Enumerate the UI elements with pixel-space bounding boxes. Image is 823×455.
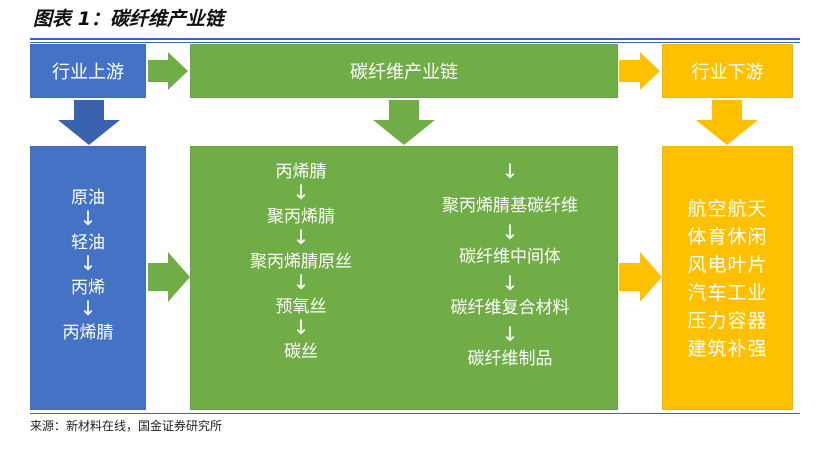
- downstream-panel: 航空航天 体育休闲 风电叶片 汽车工业 压力容器 建筑补强: [662, 146, 793, 410]
- chain-right-item-2: 碳纤维中间体: [459, 247, 561, 267]
- arrow-right-body-chain-downstream: [619, 252, 662, 302]
- chain-header: 碳纤维产业链: [190, 44, 618, 98]
- chain-panel: 丙烯腈 ↓ 聚丙烯腈 ↓ 聚丙烯腈原丝 ↓ 预氧丝 ↓ 碳丝 ↓ 聚丙烯腈基碳纤…: [190, 146, 618, 410]
- downstream-header-label: 行业下游: [691, 62, 764, 83]
- down-arrow-icon: ↓: [501, 220, 519, 244]
- down-arrow-icon: ↓: [292, 270, 310, 294]
- source-note: 来源：新材料在线，国金证券研究所: [30, 419, 223, 433]
- upstream-item-3: 丙烯: [71, 278, 105, 298]
- figure-title: 图表 1：碳纤维产业链: [33, 8, 224, 30]
- arrow-right-body-upstream-chain: [148, 252, 190, 302]
- downstream-item-5: 压力容器: [687, 310, 768, 332]
- upstream-header: 行业上游: [30, 44, 146, 98]
- chain-right-item-3: 碳纤维复合材料: [450, 298, 570, 318]
- upstream-header-label: 行业上游: [52, 62, 124, 83]
- downstream-item-4: 汽车工业: [687, 282, 768, 304]
- arrow-down-chain: [373, 100, 435, 145]
- upstream-panel: 原油 ↓ 轻油 ↓ 丙烯 ↓ 丙烯腈: [30, 146, 146, 410]
- chain-right-item-4: 碳纤维制品: [467, 349, 553, 369]
- chain-left-item-2: 聚丙烯腈: [267, 207, 335, 227]
- downstream-item-2: 体育休闲: [687, 226, 768, 248]
- chain-left-item-4: 预氧丝: [275, 297, 327, 317]
- arrow-right-upstream-chain: [148, 52, 188, 90]
- down-arrow-icon: ↓: [501, 322, 519, 346]
- down-arrow-icon: ↓: [501, 159, 519, 183]
- chain-right-item-1: 聚丙烯腈基碳纤维: [442, 196, 578, 216]
- chain-left-item-1: 丙烯腈: [275, 162, 327, 182]
- down-arrow-icon: ↓: [292, 315, 310, 339]
- down-arrow-icon: ↓: [292, 225, 310, 249]
- source-rule: [30, 413, 800, 414]
- upstream-item-2: 轻油: [71, 233, 105, 253]
- down-arrow-icon: ↓: [79, 251, 97, 275]
- chain-header-label: 碳纤维产业链: [350, 62, 458, 83]
- title-rule-bottom: [30, 42, 800, 43]
- arrow-right-chain-downstream: [619, 52, 660, 90]
- down-arrow-icon: ↓: [79, 206, 97, 230]
- downstream-item-6: 建筑补强: [687, 338, 768, 360]
- upstream-item-1: 原油: [71, 188, 105, 208]
- downstream-item-1: 航空航天: [687, 198, 768, 220]
- down-arrow-icon: ↓: [79, 296, 97, 320]
- down-arrow-icon: ↓: [292, 180, 310, 204]
- arrow-down-upstream: [58, 100, 120, 145]
- down-arrow-icon: ↓: [501, 271, 519, 295]
- downstream-header: 行业下游: [662, 44, 793, 98]
- title-rule-top: [30, 38, 800, 40]
- downstream-item-3: 风电叶片: [687, 254, 768, 276]
- arrow-down-downstream: [696, 100, 758, 145]
- upstream-item-4: 丙烯腈: [62, 323, 114, 343]
- chain-left-item-5: 碳丝: [284, 342, 318, 362]
- chain-left-item-3: 聚丙烯腈原丝: [250, 252, 352, 272]
